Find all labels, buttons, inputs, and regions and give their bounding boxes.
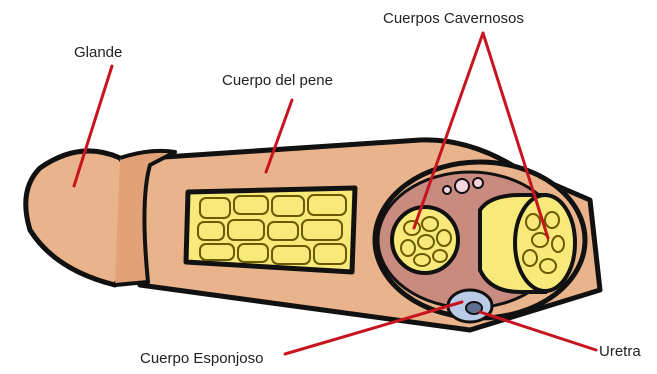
corpus-spongiosum	[448, 290, 492, 322]
cutaway-window	[186, 188, 355, 272]
pointer-uretra	[480, 312, 596, 350]
label-cuerpos-cavernosos: Cuerpos Cavernosos	[383, 10, 524, 28]
corpus-cavernosum-right	[480, 195, 575, 292]
label-glande: Glande	[74, 44, 122, 62]
label-cuerpo-esponjoso: Cuerpo Esponjoso	[140, 350, 263, 368]
label-uretra: Uretra	[599, 343, 641, 361]
label-cuerpo-del-pene: Cuerpo del pene	[222, 72, 333, 90]
corpus-cavernosum-left	[392, 207, 458, 273]
